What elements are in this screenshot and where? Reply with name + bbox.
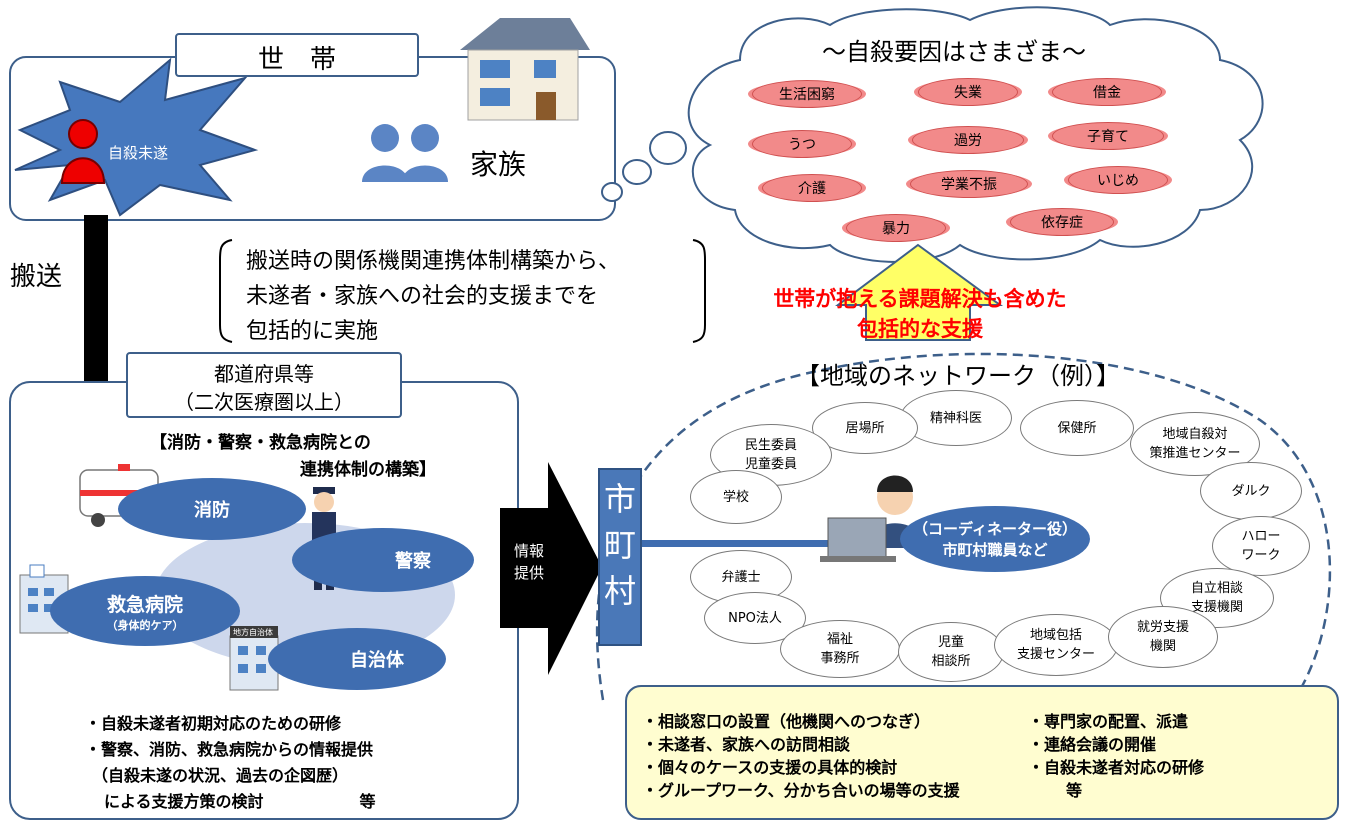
measure-item: ・専門家の配置、派遣 [1028, 712, 1189, 731]
fire-dept-label: 消防 [194, 500, 230, 521]
collaboration-heading-2: 連携体制の構築】 [300, 460, 436, 480]
bracket-note-line: 搬送時の関係機関連携体制構築から、 [246, 249, 621, 274]
node-child-guidance: 児童 相談所 [898, 622, 1004, 682]
factor-poverty: 生活困窮 [752, 80, 862, 108]
police-node: 警察 [292, 528, 474, 592]
note-line: （自殺未遂の状況、過去の企図歴） [92, 766, 349, 785]
family-label: 家族 [470, 148, 527, 181]
police-label: 警察 [395, 551, 431, 572]
bracket-note-line: 未遂者・家族への社会的支援までを [246, 284, 599, 309]
info-arrow-shape [500, 462, 602, 675]
node-school: 学校 [690, 470, 782, 524]
support-arrow-line1: 世帯が抱える課題解決も含めた [773, 287, 1067, 311]
factor-depression: うつ [752, 130, 852, 158]
family-illustration [362, 124, 448, 182]
measure-etc: 等 [1066, 781, 1083, 800]
node-hello-work: ハロー ワーク [1212, 516, 1310, 576]
prefecture-title: 都道府県等 [214, 362, 314, 386]
prefecture-title-box: 都道府県等 （二次医療圏以上） [126, 352, 402, 418]
coordinator-sublabel: 市町村職員など [942, 541, 1048, 559]
municipality-node: 自治体 [268, 628, 446, 690]
hospital-label: 救急病院 [106, 593, 183, 616]
measure-item: ・個々のケースの支援の具体的検討 [642, 758, 898, 777]
coordinator-label: （コーディネーター役） [913, 520, 1077, 538]
measure-item: ・グループワーク、分かち合いの場等の支援 [642, 781, 960, 800]
collaboration-heading-1: 【消防・警察・救急病院との [150, 433, 371, 453]
network-title: 【地域のネットワーク（例）】 [796, 362, 1120, 390]
prefecture-subtitle: （二次医療圏以上） [174, 390, 354, 414]
fire-dept-node: 消防 [118, 478, 306, 540]
bracket-note-line: 包括的に実施 [246, 319, 379, 344]
measure-item: ・相談窓口の設置（他機関へのつなぎ） [642, 712, 931, 731]
person-illustration [60, 119, 106, 184]
factor-nursing-care: 介護 [762, 174, 862, 202]
factor-unemployment: 失業 [918, 78, 1018, 106]
node-psychiatrist: 精神科医 [900, 390, 1012, 446]
house-illustration [460, 18, 590, 121]
factor-bullying: いじめ [1068, 166, 1168, 194]
node-employment-support: 就労支援 機関 [1108, 606, 1218, 668]
node-welfare-commissioner: 民生委員 児童委員 [710, 424, 832, 486]
hospital-sublabel: （身体的ケア） [106, 618, 184, 632]
suicide-attempt-label: 自殺未遂 [108, 144, 169, 162]
cloud-title: ～自殺要因はさまざま～ [822, 38, 1086, 66]
municipality-box: 市 町 村 [598, 468, 642, 646]
support-arrow-shape [835, 243, 1004, 341]
factor-overwork: 過労 [912, 126, 1024, 154]
factor-debt: 借金 [1052, 78, 1162, 106]
household-title-box: 世 帯 [175, 33, 419, 77]
info-provision-line1: 情報 [514, 542, 545, 560]
note-line: ・警察、消防、救急病院からの情報提供 [85, 740, 374, 759]
hospital-node: 救急病院 （身体的ケア） [50, 576, 240, 646]
note-line: ・自殺未遂者初期対応のための研修 [85, 714, 342, 733]
node-community-support: 地域包括 支援センター [994, 614, 1118, 676]
measure-item: ・未遂者、家族への訪問相談 [642, 735, 851, 754]
municipality-label: 自治体 [350, 650, 404, 671]
node-darc: ダルク [1200, 462, 1302, 520]
factor-childcare: 子育て [1052, 122, 1164, 150]
factor-violence: 暴力 [846, 214, 946, 242]
node-ibasho: 居場所 [812, 402, 918, 454]
measure-item: ・自殺未遂者対応の研修 [1028, 758, 1205, 777]
transport-label: 搬送 [10, 262, 63, 292]
note-line: による支援方策の検討 等 [104, 792, 376, 811]
node-welfare-office: 福祉 事務所 [780, 620, 900, 678]
household-title: 世 帯 [257, 45, 336, 75]
info-provision-line2: 提供 [514, 564, 545, 582]
factor-academic: 学業不振 [910, 170, 1028, 198]
support-arrow-line2: 包括的な支援 [857, 317, 983, 341]
measures-box [625, 685, 1339, 820]
node-health-center: 保健所 [1020, 400, 1134, 456]
factor-addiction: 依存症 [1010, 208, 1114, 236]
coordinator-node: （コーディネーター役） 市町村職員など [900, 506, 1090, 572]
municipality-sign: 地方自治体 [233, 628, 273, 637]
measure-item: ・連絡会議の開催 [1028, 735, 1157, 754]
